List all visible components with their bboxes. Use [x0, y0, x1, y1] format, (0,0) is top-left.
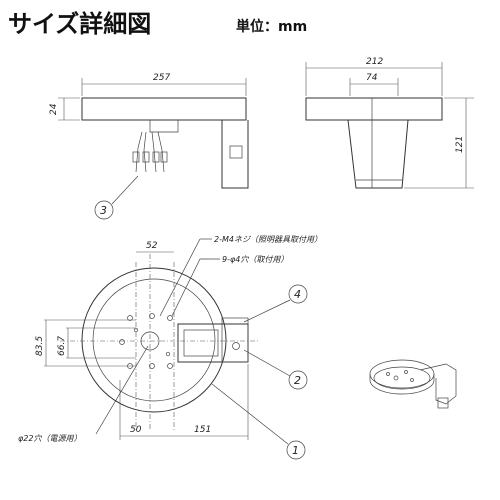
dim-front-width: 257: [153, 73, 170, 83]
callout-4: [288, 284, 308, 304]
side-arm: [305, 97, 443, 121]
page-title: サイズ詳細図: [8, 10, 152, 38]
front-arm: [81, 97, 247, 121]
callout-3: [94, 200, 114, 220]
dim-bottom-52: 52: [146, 241, 158, 251]
svg-text:4: 4: [294, 288, 301, 301]
svg-text:3: 3: [100, 204, 107, 217]
unit-label: 単位：mm: [236, 19, 308, 35]
callout-2: [288, 370, 308, 390]
dim-front-height: 24: [49, 103, 59, 115]
svg-text:2: 2: [294, 374, 301, 387]
holes-label: 9-φ4穴（取付用）: [222, 255, 288, 264]
svg-text:1: 1: [292, 444, 299, 457]
bottom-view: 52 83.5 66.7 50 151 2-M4ネジ（照明器具取付用） 9-φ4…: [18, 235, 322, 460]
isometric-view: [369, 359, 457, 409]
front-bracket: [221, 120, 249, 189]
dim-side-inner: 74: [366, 73, 378, 83]
front-view: 257 24 3: [49, 73, 249, 220]
dim-side-height: 121: [455, 136, 465, 153]
dim-bottom-151: 151: [194, 425, 211, 435]
side-view: 212 74 121: [305, 57, 474, 189]
inner-ring: [92, 278, 216, 402]
screw-label: 2-M4ネジ（照明器具取付用）: [214, 235, 322, 244]
callout-1: [286, 440, 306, 460]
dim-bottom-50: 50: [130, 425, 142, 435]
dim-bottom-667: 66.7: [57, 336, 67, 356]
dim-side-width: 212: [366, 57, 383, 67]
outer-disc: [81, 267, 227, 413]
side-bracket: [347, 119, 409, 189]
cable-hole-label: φ22穴（電源用）: [18, 434, 81, 443]
dim-bottom-835: 83.5: [35, 336, 45, 356]
front-knob: [229, 145, 243, 159]
